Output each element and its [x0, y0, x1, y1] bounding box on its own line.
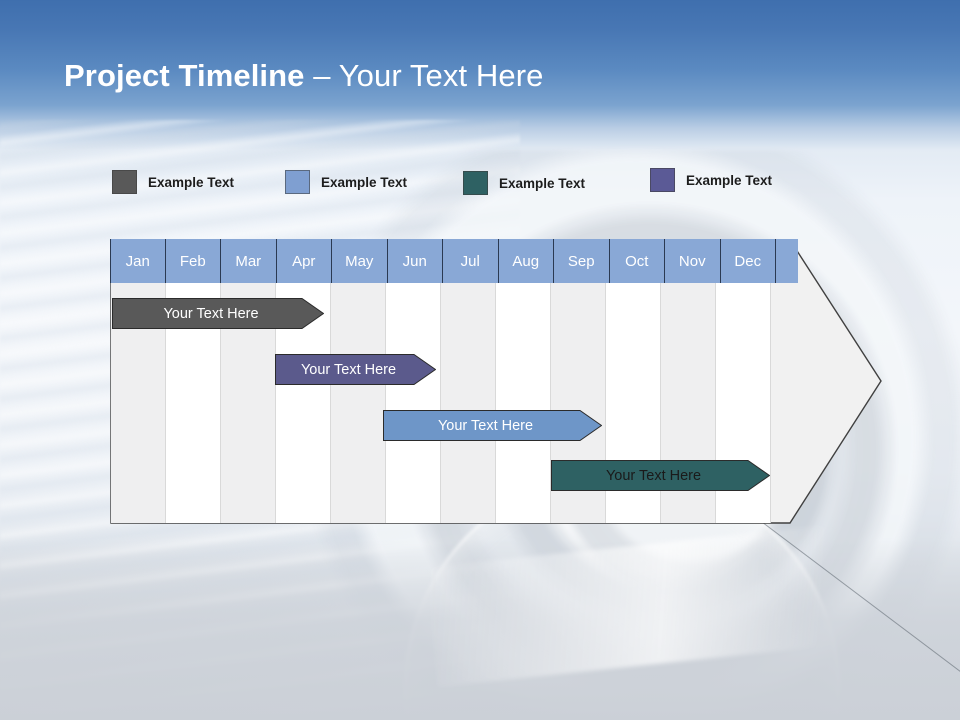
legend-color-swatch — [650, 168, 675, 192]
legend-item-2: Example Text — [285, 170, 407, 194]
month-header-may[interactable]: May — [332, 239, 388, 283]
timeline-bar-label: Your Text Here — [605, 467, 702, 484]
page-title: Project Timeline – Your Text Here — [64, 58, 543, 94]
month-header-mar[interactable]: Mar — [221, 239, 277, 283]
month-header-oct[interactable]: Oct — [609, 239, 665, 283]
legend-item-4: Example Text — [650, 168, 772, 192]
timeline-bar-shape — [383, 410, 602, 441]
month-header-jun[interactable]: Jun — [387, 239, 443, 283]
legend-color-swatch — [285, 170, 310, 194]
page-title-strong: Project Timeline — [64, 58, 305, 93]
timeline-bar-2[interactable]: Your Text Here — [275, 354, 436, 385]
timeline-column-may — [331, 283, 386, 523]
month-header-sep[interactable]: Sep — [554, 239, 610, 283]
timeline-bar-shape — [112, 298, 324, 329]
month-header-tail — [776, 239, 798, 283]
timeline-bar-shape — [275, 354, 436, 385]
legend-label: Example Text — [686, 172, 773, 188]
timeline-bar-shape — [551, 460, 770, 491]
timeline-bar-1[interactable]: Your Text Here — [112, 298, 324, 329]
month-header-jul[interactable]: Jul — [443, 239, 499, 283]
month-header-dec[interactable]: Dec — [720, 239, 776, 283]
timeline-column-jul — [441, 283, 496, 523]
month-header-feb[interactable]: Feb — [165, 239, 221, 283]
legend-label: Example Text — [499, 175, 586, 191]
legend-item-3: Example Text — [463, 171, 585, 195]
legend-color-swatch — [112, 170, 137, 194]
timeline-bar-3[interactable]: Your Text Here — [383, 410, 602, 441]
legend-item-1: Example Text — [112, 170, 234, 194]
legend-label: Example Text — [148, 174, 235, 190]
month-header-jan[interactable]: Jan — [110, 239, 166, 283]
timeline-bar-label: Your Text Here — [300, 361, 397, 378]
month-header-aug[interactable]: Aug — [498, 239, 554, 283]
timeline-bar-4[interactable]: Your Text Here — [551, 460, 770, 491]
month-header-nov[interactable]: Nov — [665, 239, 721, 283]
page-title-light: – Your Text Here — [304, 58, 544, 93]
timeline-column-aug — [496, 283, 551, 523]
legend-color-swatch — [463, 171, 488, 195]
timeline-column-jun — [386, 283, 441, 523]
timeline-bar-label: Your Text Here — [163, 305, 259, 322]
month-header-apr[interactable]: Apr — [276, 239, 332, 283]
timeline-bar-label: Your Text Here — [437, 417, 534, 434]
legend-label: Example Text — [321, 174, 408, 190]
